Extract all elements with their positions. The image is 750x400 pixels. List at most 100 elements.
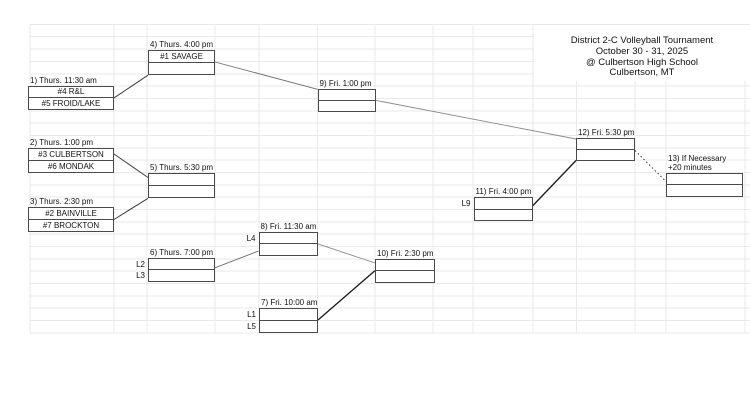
game-10-slot-1 [376,260,434,272]
game-3-team-1: #2 BAINVILLE [45,209,97,218]
game-2-team-1: #3 CULBERTSON [38,149,104,159]
game-4-slot-2 [149,63,214,74]
game-2-slot-1: #3 CULBERTSON [29,149,113,161]
game-12: 12) Fri. 5:30 pm [576,128,635,161]
tournament-title-block: District 2-C Volleyball Tournament Octob… [534,25,750,81]
game-1-slot-1: #4 R&L [29,87,113,99]
game-4-box: #1 SAVAGE [148,49,215,76]
game-10: 10) Fri. 2:30 pm [375,249,435,283]
game-1: 1) Thurs. 11:30 am #4 R&L #5 FROID/LAKE [28,76,114,111]
game-1-label: 1) Thurs. 11:30 am [30,75,97,85]
game-4-slot-1: #1 SAVAGE [149,51,214,63]
game-2-team-2: #6 MONDAK [47,161,95,171]
game-2-labels: 2) Thurs. 1:00 pm [30,138,93,147]
connector-game8-game10 [317,243,376,264]
game-10-label: 10) Fri. 2:30 pm [377,248,434,258]
game-2: 2) Thurs. 1:00 pm #3 CULBERTSON #6 MONDAK [28,138,114,173]
game-9: 9) Fri. 1:00 pm [317,79,376,112]
game-1-team-1: #4 R&L [57,87,85,97]
game-12-slot-1 [577,139,634,150]
connector-game4-game9 [214,61,318,90]
connector-game7-game10 [317,270,376,321]
connector-game9-game12 [375,99,577,140]
game-13-label: 13) If Necessary [668,153,727,163]
game-3-slot-2: #7 BROCKTON [29,220,113,231]
game-1-labels: 1) Thurs. 11:30 am [30,76,97,85]
connector-game1-game4 [113,74,149,99]
game-12-labels: 12) Fri. 5:30 pm [578,128,634,137]
game-2-label: 2) Thurs. 1:00 pm [30,137,93,147]
game-7-labels: 7) Fri. 10:00 am [261,298,317,307]
game-6-loser-label: L2 [136,259,145,269]
game-7-label: 7) Fri. 10:00 am [261,297,318,307]
game-8-box: L4 [247,231,318,257]
game-13-label-2: +20 minutes [668,162,712,172]
tournament-venue: @ Culbertson High School [585,56,699,68]
game-4-label: 4) Thurs. 4:00 pm [150,39,213,49]
connector-game6-game8 [214,250,259,269]
game-4-labels: 4) Thurs. 4:00 pm [150,40,213,49]
game-11: 11) Fri. 4:00 pm L9 [462,187,533,222]
game-13-labels: 13) If Necessary+20 minutes [668,154,726,172]
game-8-slot-2 [260,244,318,255]
game-3-box: #2 BAINVILLE #7 BROCKTON [28,207,114,232]
game-1-box: #4 R&L #5 FROID/LAKE [28,85,114,111]
game-13-slot-2 [667,185,742,196]
game-12-label: 12) Fri. 5:30 pm [578,127,635,137]
game-9-slot-2 [319,101,376,111]
game-9-box [317,88,376,112]
game-5-label: 5) Thurs. 5:30 pm [150,163,213,173]
game-6-loser-label: L3 [136,271,145,281]
game-11-loser-label: L9 [461,198,471,208]
game-2-box: #3 CULBERTSON #6 MONDAK [28,147,114,173]
game-11-labels: 11) Fri. 4:00 pm [476,187,532,196]
game-8-slot-1: L4 [247,233,317,245]
game-8-loser-label: L4 [246,233,256,243]
game-13-slot-1 [667,174,742,186]
game-13-box [666,172,743,198]
connectors [113,61,667,321]
game-4: 4) Thurs. 4:00 pm #1 SAVAGE [148,40,215,76]
game-3-slot-1: #2 BAINVILLE [29,208,113,220]
game-10-box [375,258,435,283]
game-10-labels: 10) Fri. 2:30 pm [377,249,433,258]
game-5-box [148,173,215,199]
game-6-label: 6) Thurs. 7:00 pm [150,248,213,258]
game-3-team-2: #7 BROCKTON [42,221,100,230]
game-12-box [576,137,635,161]
game-5: 5) Thurs. 5:30 pm [148,163,215,199]
game-12-slot-2 [577,150,634,160]
game-7-loser-label: L1 [247,309,256,319]
tournament-title: District 2-C Volleyball Tournament [570,35,714,46]
connector-game3-game5 [113,197,149,220]
connector-game12-game13 [634,150,667,182]
game-3-labels: 3) Thurs. 2:30 pm [30,197,93,206]
game-3-label: 3) Thurs. 2:30 pm [30,197,93,206]
game-7-slot-1: L1 [247,309,317,321]
gridlines [29,23,750,334]
game-6-labels: 6) Thurs. 7:00 pm [150,248,213,257]
tournament-location: Culbertson, MT [609,67,675,79]
game-2-slot-2: #6 MONDAK [29,161,113,172]
connector-game2-game5 [113,153,149,178]
game-9-labels: 9) Fri. 1:00 pm [320,79,372,88]
game-8-label: 8) Fri. 11:30 am [260,221,317,231]
game-11-slot-2 [475,210,532,221]
game-1-team-2: #5 FROID/LAKE [41,99,101,109]
game-6-slot-2: L3 [136,270,214,280]
tournament-dates: October 30 - 31, 2025 [595,45,689,57]
game-8: 8) Fri. 11:30 am L4 [247,222,318,257]
game-8-labels: 8) Fri. 11:30 am [261,222,317,231]
game-3: 3) Thurs. 2:30 pm #2 BAINVILLE #7 BROCKTON [28,197,114,232]
game-6-slot-1: L2 [136,259,214,271]
game-11-label: 11) Fri. 4:00 pm [475,187,532,196]
game-13: 13) If Necessary+20 minutes [666,154,743,198]
game-5-labels: 5) Thurs. 5:30 pm [150,163,213,172]
game-7-loser-label: L5 [247,321,256,331]
